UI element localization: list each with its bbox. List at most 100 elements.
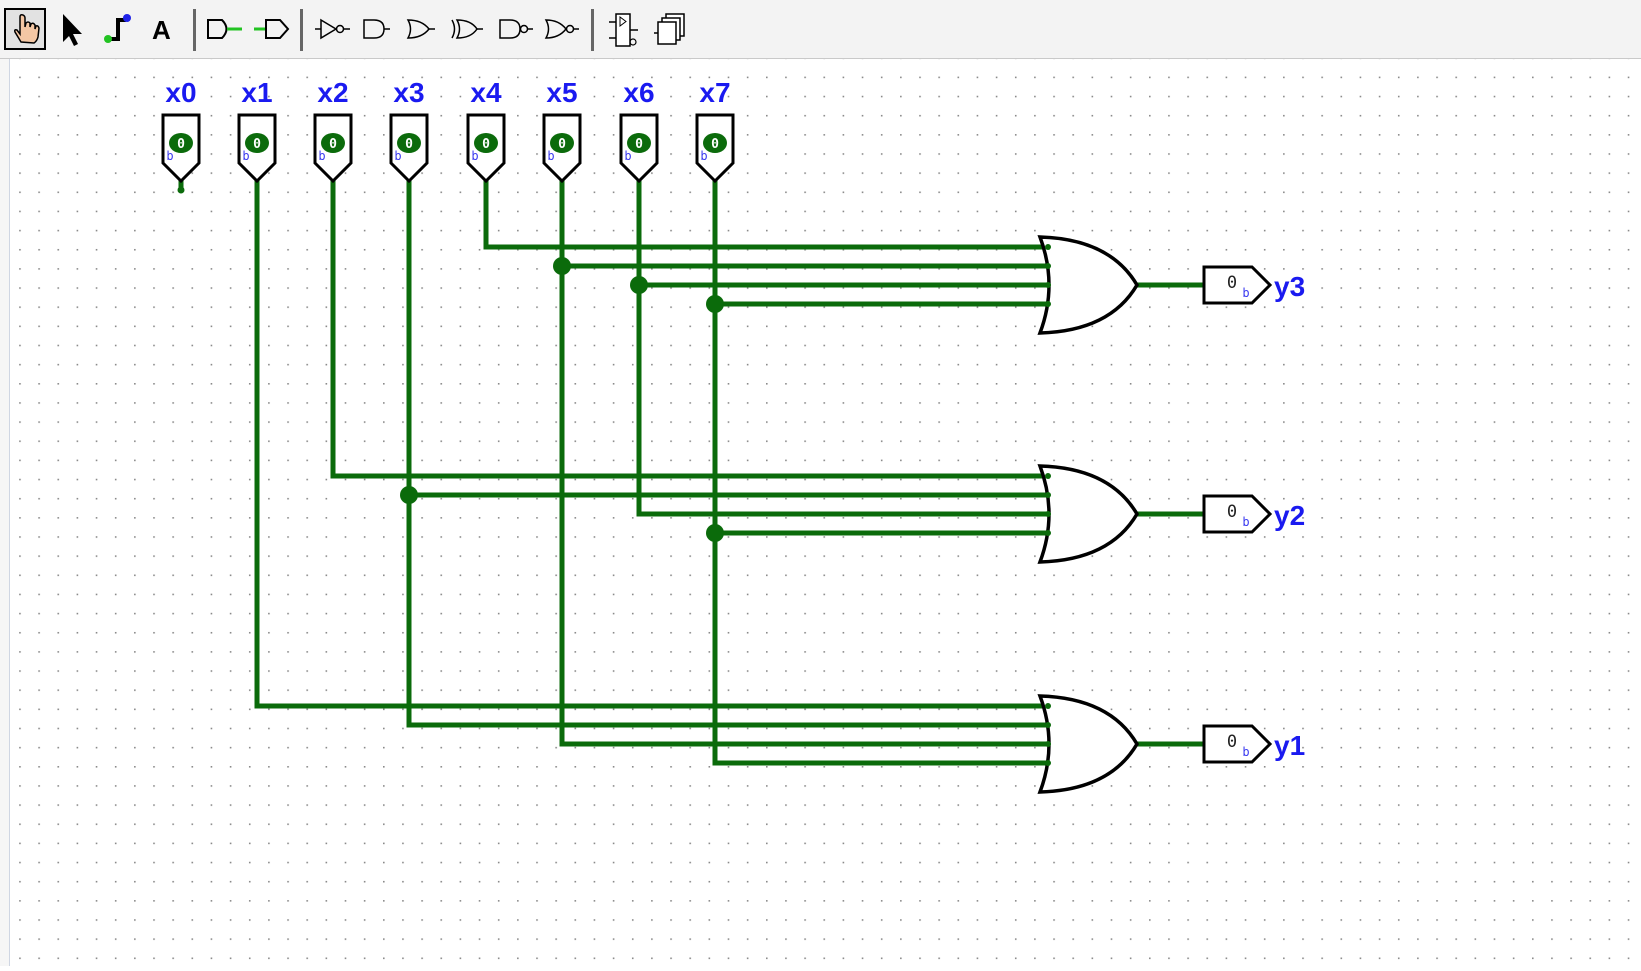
output-radix: b (1242, 515, 1249, 529)
wire-junction (553, 257, 571, 275)
gate-input-port (1045, 492, 1051, 498)
radix-mark: b (394, 149, 401, 163)
gate-input-port (1045, 741, 1051, 747)
radix-mark: b (242, 149, 249, 163)
output-pin-body (1202, 265, 1273, 305)
output-pin-body (1202, 724, 1273, 764)
input-label: x1 (241, 77, 272, 108)
or-gate-y3[interactable] (1037, 235, 1140, 335)
not-gate-tool[interactable] (312, 8, 354, 50)
output-pin-icon (254, 19, 290, 39)
output-label: y2 (1274, 500, 1305, 531)
pin-state-indicator (245, 133, 269, 153)
wire-junction (706, 524, 724, 542)
toolbar: A (0, 0, 1641, 59)
toolbar-separator (193, 9, 196, 51)
subcircuit-tool[interactable] (604, 8, 646, 50)
input-value: 0 (482, 137, 490, 152)
output-pin-body (1202, 494, 1273, 534)
or-gate-y2[interactable] (1037, 464, 1140, 564)
pin-state-indicator (169, 133, 193, 153)
wire-icon (104, 14, 131, 43)
select-tool[interactable] (52, 8, 94, 50)
gate-input-port (1045, 760, 1051, 766)
input-label: x3 (393, 77, 424, 108)
x0-endpoint (177, 186, 185, 194)
nand-gate-tool[interactable] (494, 8, 536, 50)
pin-state-indicator (474, 133, 498, 153)
radix-mark: b (166, 149, 173, 163)
input-pin-icon (207, 19, 242, 39)
input-value: 0 (558, 137, 566, 152)
input-value: 0 (711, 137, 719, 152)
input-value: 0 (635, 137, 643, 152)
xor-gate-tool[interactable] (446, 8, 488, 50)
input-label: x7 (699, 77, 730, 108)
text-A-icon: A (152, 15, 171, 45)
gate-input-port (1045, 511, 1051, 517)
and-gate-tool[interactable] (356, 8, 398, 50)
gate-input-port (1045, 703, 1051, 709)
or-gate-icon (406, 19, 435, 39)
gates (1037, 235, 1140, 794)
radix-mark: b (700, 149, 707, 163)
text-tool[interactable]: A (143, 8, 185, 50)
output-radix: b (1242, 745, 1249, 759)
wires (178, 180, 1207, 766)
toolbar-separator (591, 9, 594, 51)
input-pin-x7[interactable]: x7 0b (695, 77, 735, 184)
nor-gate-tool[interactable] (540, 8, 582, 50)
pin-state-indicator (703, 133, 727, 153)
nor-gate-icon (544, 19, 579, 39)
wire-junction (706, 295, 724, 313)
input-label: x4 (470, 77, 502, 108)
wire-junction (400, 486, 418, 504)
input-pin-x6[interactable]: x6 0b (619, 77, 659, 184)
input-label: x5 (546, 77, 577, 108)
radix-mark: b (318, 149, 325, 163)
toolbar-separator (300, 9, 303, 51)
gate-input-port (1045, 722, 1051, 728)
or-gate-y1[interactable] (1037, 694, 1140, 794)
input-pin-x5[interactable]: x5 0b (542, 77, 582, 184)
output-radix: b (1242, 286, 1249, 300)
output-value: 0 (1227, 273, 1237, 293)
gate-input-port (1045, 263, 1051, 269)
radix-mark: b (624, 149, 631, 163)
output-label: y3 (1274, 271, 1305, 302)
gate-input-port (1045, 244, 1051, 250)
not-gate-icon (315, 18, 350, 40)
gate-input-port (1045, 530, 1051, 536)
pin-state-indicator (550, 133, 574, 153)
poke-tool[interactable] (4, 8, 46, 50)
duplicate-tool[interactable] (652, 8, 694, 50)
junctions (177, 186, 724, 542)
input-label: x2 (317, 77, 348, 108)
pin-state-indicator (397, 133, 421, 153)
input-pin-tool[interactable] (204, 8, 246, 50)
output-pin-tool[interactable] (250, 8, 292, 50)
radix-mark: b (547, 149, 554, 163)
copy-icon (654, 13, 685, 45)
input-label: x0 (165, 77, 196, 108)
wiring-tool[interactable] (98, 8, 140, 50)
input-label: x6 (623, 77, 654, 108)
and-gate-icon (363, 19, 390, 39)
output-value: 0 (1227, 502, 1237, 522)
xor-gate-icon (451, 19, 483, 39)
or-gate-tool[interactable] (400, 8, 442, 50)
subcircuit-icon (609, 13, 638, 47)
wire-junction (630, 276, 648, 294)
gate-input-port (1045, 473, 1051, 479)
